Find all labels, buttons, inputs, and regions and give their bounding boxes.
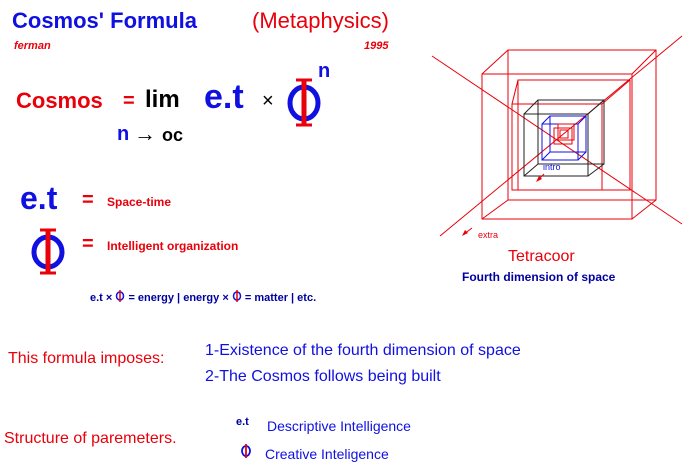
label-intro: intro [543,162,561,172]
formula-et: e.t [204,78,244,116]
structure-label: Structure of paremeters. [4,430,177,447]
formula-times: × [262,90,274,112]
diagram-caption: Fourth dimension of space [462,270,616,284]
def-phi-equals: = [82,233,94,255]
formula-equals: = [123,90,135,112]
limit-target: oc [162,125,184,145]
relation-line: e.t × = energy | energy × = matter | etc… [90,289,316,304]
imposes-item-1: 1-Existence of the fourth dimension of s… [205,342,521,359]
def-et-meaning: Space-time [107,195,172,209]
label-extra: extra [478,230,499,240]
page-subtitle: (Metaphysics) [252,8,389,33]
relation-part1: e.t × [90,292,113,304]
formula-phi-icon [287,78,321,127]
imposes-item-2: 2-The Cosmos follows being built [205,368,441,385]
def-et-symbol: e.t [20,180,58,216]
structure-p2-text: Creative Inteligence [265,446,389,462]
imposes-label: This formula imposes: [8,350,165,367]
def-et-equals: = [82,189,94,211]
structure-phi-icon [241,444,251,458]
structure-p1-text: Descriptive Intelligence [267,418,411,434]
year: 1995 [364,40,389,52]
tetracoor-diagram [431,35,683,237]
limit-n: n [117,123,130,145]
relation-phi-icon-1 [116,290,125,302]
relation-phi-icon-2 [232,290,242,302]
def-phi-icon [31,228,65,275]
structure-p1-symbol: e.t [236,416,249,428]
relation-part3: = matter | etc. [244,292,317,304]
def-phi-meaning: Intelligent organization [107,239,239,253]
author: ferman [14,40,51,52]
limit-arrow: → [134,121,156,146]
formula-exponent: n [318,60,331,82]
formula-cosmos: Cosmos [16,88,103,113]
relation-part2: = energy | energy × [128,292,229,304]
page-title: Cosmos' Formula [12,8,197,33]
formula-lim: lim [145,86,180,113]
diagram-name: Tetracoor [508,248,575,265]
